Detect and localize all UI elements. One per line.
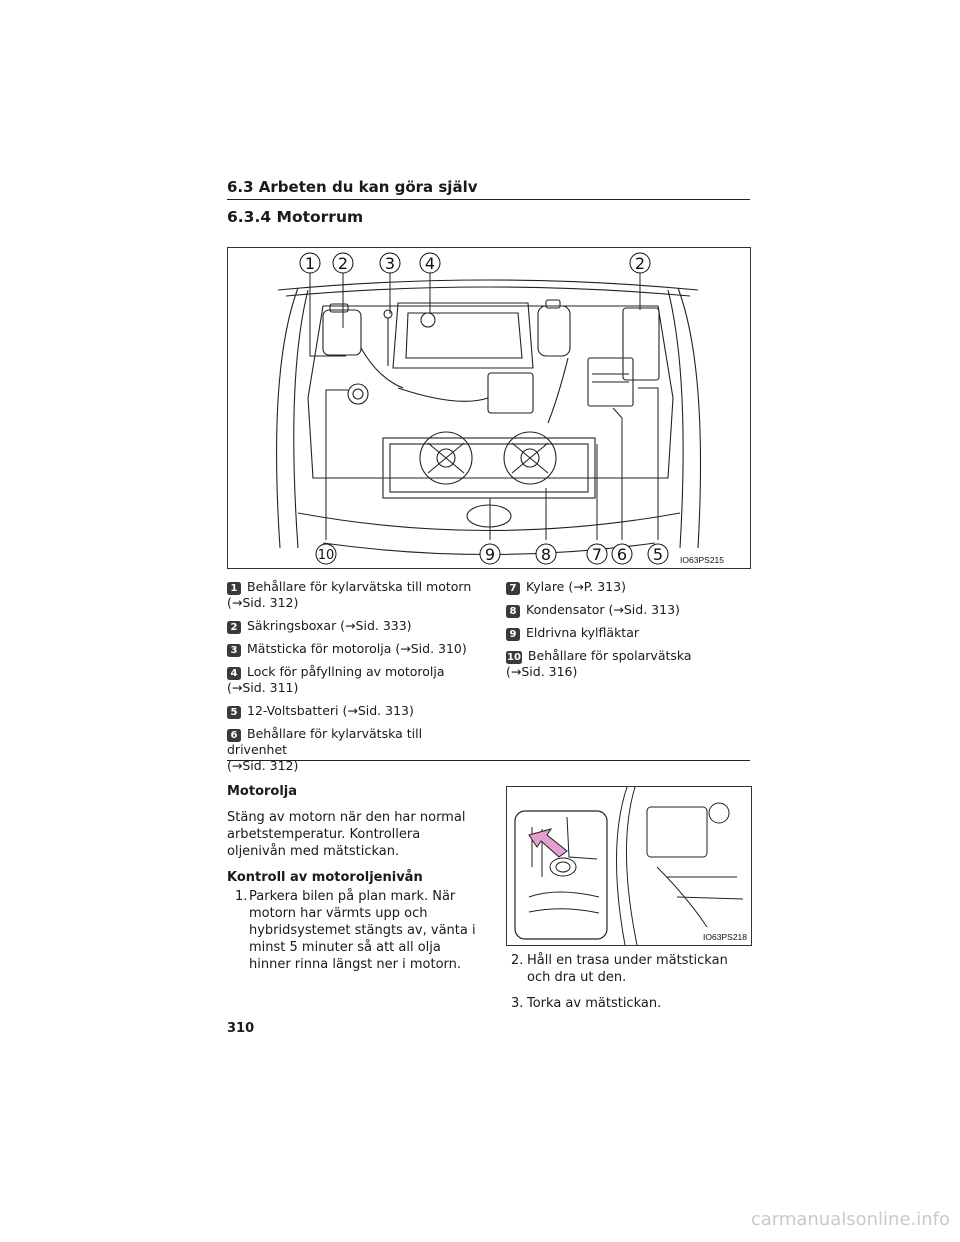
legend-badge: 7 <box>506 582 520 595</box>
watermark: carmanualsonline.info <box>750 1209 950 1230</box>
figure-code: IO63PS215 <box>680 555 724 565</box>
legend-left: 1 Behållare för kylarvätska till motorn (… <box>227 579 482 781</box>
legend-badge: 9 <box>506 628 520 641</box>
legend-ref: (→Sid. 311) <box>227 680 299 695</box>
legend-item-7: 7 Kylare (→P. 313) <box>506 579 750 595</box>
step-number: 2. <box>511 953 524 968</box>
callout-top-2: 2 <box>338 254 348 273</box>
legend-item-8: 8 Kondensator (→Sid. 313) <box>506 602 750 618</box>
legend-text: Lock för påfyllning av motorolja <box>247 664 445 679</box>
figure-code: IO63PS218 <box>703 932 747 942</box>
pointer-arrow-icon <box>528 828 568 858</box>
legend-item-2: 2 Säkringsboxar (→Sid. 333) <box>227 618 482 634</box>
callout-bottom-8: 8 <box>541 545 551 564</box>
legend-text: Säkringsboxar (→Sid. 333) <box>247 618 412 633</box>
motorolja-section: Motorolja Stäng av motorn när den har no… <box>227 783 479 973</box>
dipstick-figure: IO63PS218 <box>506 786 752 946</box>
step-3: 3. Torka av mätstickan. <box>511 995 751 1012</box>
callout-bottom-9: 9 <box>485 545 495 564</box>
step-text: Parkera bilen på plan mark. När motorn h… <box>249 889 476 972</box>
step-2: 2. Håll en trasa under mätstickan och dr… <box>511 952 751 986</box>
engine-compartment-figure: 1 2 3 4 2 10 <box>227 247 751 569</box>
legend-badge: 3 <box>227 644 241 657</box>
legend-text: Eldrivna kylfläktar <box>526 625 640 640</box>
oil-level-subheading: Kontroll av motoroljenivån <box>227 870 423 885</box>
legend-text: Mätsticka för motorolja (→Sid. 310) <box>247 641 467 656</box>
legend-badge: 4 <box>227 667 241 680</box>
legend-badge: 6 <box>227 729 241 742</box>
motorolja-heading: Motorolja <box>227 784 298 799</box>
callout-top-4: 4 <box>425 254 435 273</box>
legend-item-10: 10 Behållare för spolarvätska (→Sid. 316) <box>506 648 750 680</box>
callout-top-2b: 2 <box>635 254 645 273</box>
step-1: 1. Parkera bilen på plan mark. När motor… <box>235 888 479 973</box>
legend-text: Behållare för kylarvätska till motorn <box>247 579 472 594</box>
legend-text: Behållare för kylarvätska till drivenhet <box>227 726 423 757</box>
legend-item-1: 1 Behållare för kylarvätska till motorn (… <box>227 579 482 611</box>
legend-text: Kondensator (→Sid. 313) <box>526 602 680 617</box>
callout-bottom-6: 6 <box>617 545 627 564</box>
legend-ref: (→Sid. 312) <box>227 758 299 773</box>
callout-bottom-5: 5 <box>653 545 663 564</box>
legend-ref: (→Sid. 316) <box>506 664 578 679</box>
legend-ref: (→Sid. 312) <box>227 595 299 610</box>
legend-right: 7 Kylare (→P. 313) 8 Kondensator (→Sid. 31… <box>506 579 750 687</box>
callout-top-3: 3 <box>385 254 395 273</box>
legend-item-5: 5 12-Voltsbatteri (→Sid. 313) <box>227 703 482 719</box>
step-text: Torka av mätstickan. <box>527 996 662 1011</box>
motorolja-steps-right: 2. Håll en trasa under mätstickan och dr… <box>511 952 751 1012</box>
step-number: 1. <box>235 889 248 904</box>
legend-item-9: 9 Eldrivna kylfläktar <box>506 625 750 641</box>
legend-badge: 2 <box>227 621 241 634</box>
dipstick-illustration <box>514 787 744 945</box>
legend-badge: 5 <box>227 706 241 719</box>
callout-bottom-7: 7 <box>592 545 602 564</box>
legend-badge: 1 <box>227 582 241 595</box>
callout-top-1: 1 <box>305 254 315 273</box>
legend-badge: 10 <box>506 651 522 664</box>
legend-text: Kylare (→P. 313) <box>526 579 626 594</box>
motorolja-intro: Stäng av motorn när den har normal arbet… <box>227 810 466 859</box>
subsection-title: 6.3.4 Motorrum <box>227 208 364 226</box>
legend-item-3: 3 Mätsticka för motorolja (→Sid. 310) <box>227 641 482 657</box>
legend-text: Behållare för spolarvätska <box>527 648 692 663</box>
legend-text: 12-Voltsbatteri (→Sid. 313) <box>247 703 414 718</box>
page-number: 310 <box>227 1021 255 1036</box>
step-text: Håll en trasa under mätstickan och dra u… <box>527 953 728 985</box>
legend-item-4: 4 Lock för påfyllning av motorolja (→Sid.… <box>227 664 482 696</box>
step-number: 3. <box>511 996 524 1011</box>
engine-compartment-illustration: 1 2 3 4 2 10 <box>276 252 702 565</box>
section-divider <box>227 760 750 761</box>
legend-badge: 8 <box>506 605 520 618</box>
section-heading: 6.3 Arbeten du kan göra själv <box>227 178 750 200</box>
callout-bottom-10: 10 <box>318 548 335 563</box>
